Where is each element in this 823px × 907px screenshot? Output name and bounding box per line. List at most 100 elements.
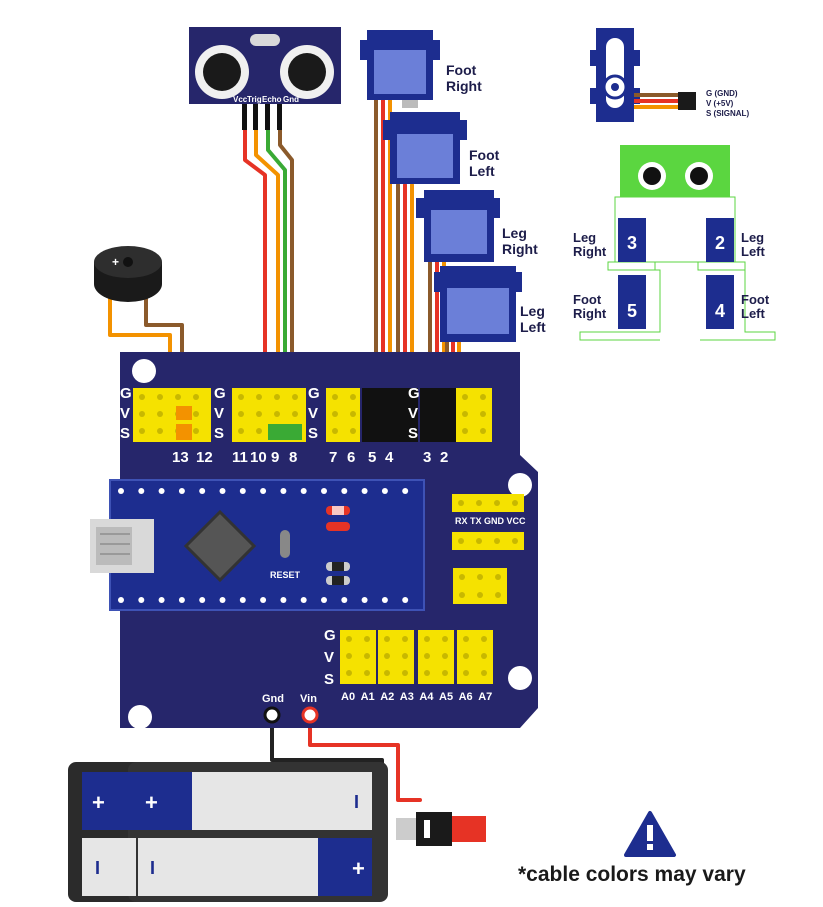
header-pin (476, 500, 482, 506)
wire-trig (254, 128, 280, 400)
header-pin (402, 670, 408, 676)
row-letter: S (408, 425, 418, 442)
analog-header-block (418, 630, 454, 684)
nano-pin (239, 597, 246, 603)
header-pin (346, 653, 352, 659)
power-label-vin: Vin (300, 693, 317, 705)
reset-button (280, 530, 290, 558)
wire-battery-vin (308, 713, 422, 802)
digital-header-block (420, 388, 456, 442)
nano-pin (381, 597, 388, 603)
header-pin (480, 428, 486, 434)
robot-num-5: 5 (627, 301, 637, 321)
nano-pin (341, 597, 348, 603)
nano-pin (219, 488, 226, 494)
header-pin (332, 428, 338, 434)
pin13-connector (176, 406, 192, 420)
row-letter: S (308, 425, 318, 442)
header-pin (364, 636, 370, 642)
header-pin (462, 428, 468, 434)
warning-text: *cable colors may vary (518, 863, 746, 886)
battery-minus-1: I (354, 792, 359, 812)
nano-pin (118, 488, 124, 494)
digital-pin-number: 8 (289, 449, 297, 466)
digital-pin-number: 11 (232, 449, 248, 466)
header-pin (424, 636, 430, 642)
analog-pin-number: A1 (361, 691, 375, 703)
header-pin (459, 592, 465, 598)
header-pin (442, 653, 448, 659)
digital-pin-number: 4 (385, 449, 394, 466)
header-pin (463, 636, 469, 642)
digital-pin-number: 3 (423, 449, 431, 466)
row-letter: S (214, 425, 224, 442)
sensor-pin-trig: Trig (247, 95, 262, 104)
row-letter: G (214, 385, 226, 402)
header-pin (481, 670, 487, 676)
nano-pin (219, 597, 226, 603)
nano-pin (118, 597, 124, 603)
header-pin (463, 670, 469, 676)
battery-pack: + + + I I I (68, 762, 388, 902)
nano-pin (158, 488, 165, 494)
row-letter: V (214, 405, 224, 422)
battery-plus-2: + (145, 790, 158, 815)
battery-plus-3: + (352, 856, 365, 881)
buzzer-plus: + (112, 255, 119, 269)
robot-num-3: 3 (627, 233, 637, 253)
header-pin (494, 500, 500, 506)
header-pin (175, 394, 181, 400)
nano-pin (280, 597, 287, 603)
header-pin (384, 653, 390, 659)
analog-header-block (340, 630, 376, 684)
row-letter: G (308, 385, 320, 402)
pin9-8-connector (268, 424, 302, 440)
nano-pin (300, 597, 307, 603)
digital-pin-number: 10 (250, 449, 267, 466)
header-pin (238, 411, 244, 417)
nano-pin (199, 597, 206, 603)
analog-pin-number: A0 (341, 691, 355, 703)
header-pin (274, 394, 280, 400)
header-pin (402, 636, 408, 642)
nano-pin (138, 597, 145, 603)
battery-minus-3: I (150, 858, 155, 878)
digital-pin-number: 12 (196, 449, 213, 466)
nano-pin (402, 488, 409, 494)
header-pin (462, 411, 468, 417)
header-pin (139, 394, 145, 400)
warning: *cable colors may vary (518, 811, 746, 886)
nano-pin (381, 488, 388, 494)
digital-pin-number: 2 (440, 449, 448, 466)
wire-echo (266, 128, 287, 400)
nano-pin (260, 597, 267, 603)
nano-pin (361, 597, 368, 603)
header-pin (350, 394, 356, 400)
header-pin (384, 670, 390, 676)
header-pin (350, 411, 356, 417)
analog-row-letter: G (324, 627, 336, 644)
header-pin (480, 411, 486, 417)
header-pin (238, 394, 244, 400)
header-pin (424, 670, 430, 676)
header-pin (157, 394, 163, 400)
wire-vcc (243, 128, 267, 400)
analog-pin-number: A2 (380, 691, 394, 703)
header-pin (350, 428, 356, 434)
header-pin (364, 670, 370, 676)
header-pin (274, 411, 280, 417)
row-letter: V (308, 405, 318, 422)
header-pin (238, 428, 244, 434)
nano-chip (183, 509, 257, 583)
header-pin (384, 636, 390, 642)
servo-leg-right (416, 190, 500, 262)
analog-pin-number: A4 (419, 691, 434, 703)
header-pin (332, 394, 338, 400)
header-pin (402, 653, 408, 659)
header-pin (476, 538, 482, 544)
header-pin (495, 574, 501, 580)
